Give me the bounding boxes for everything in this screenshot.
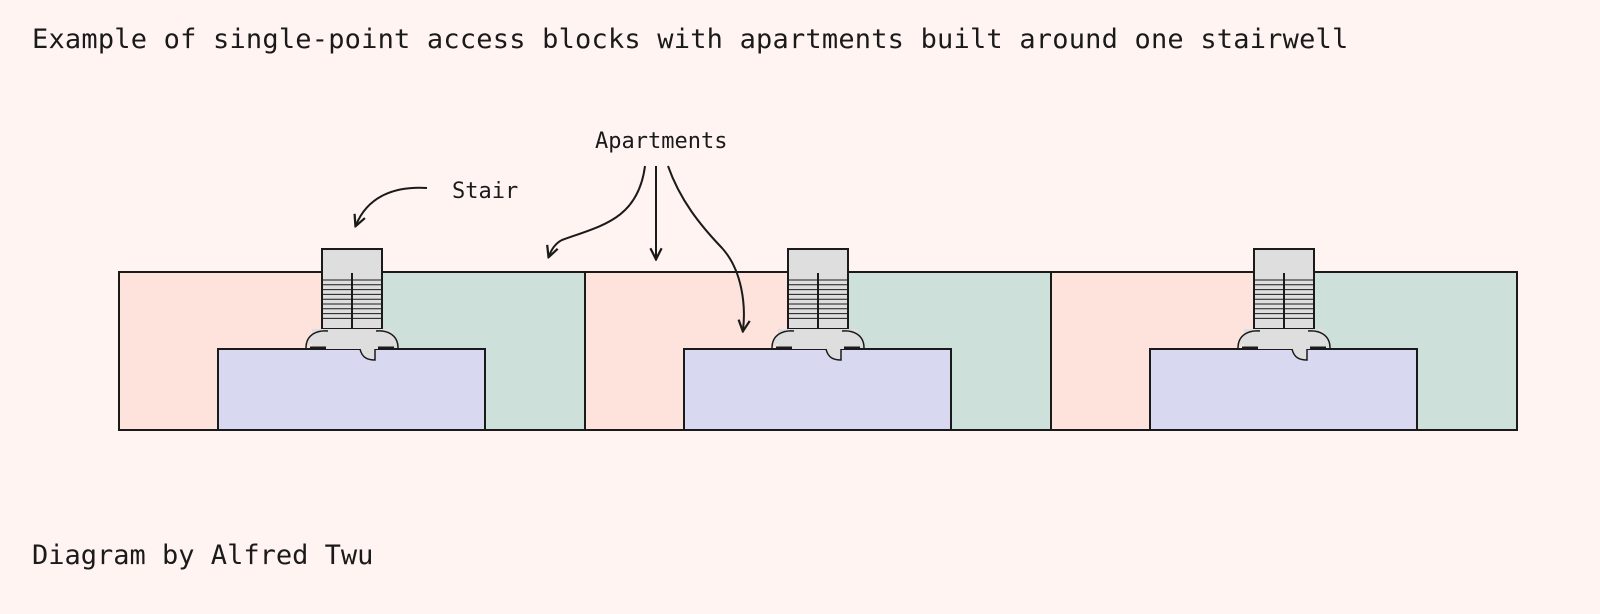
stair-arrow	[356, 186, 428, 225]
door-swing-bottom	[1291, 348, 1308, 361]
diagram-credit: Diagram by Alfred Twu	[32, 540, 374, 571]
stair-landing	[1244, 329, 1324, 349]
apartment-bottom	[1149, 348, 1418, 431]
stair-core	[305, 248, 399, 361]
door-swing-bottom	[825, 348, 842, 361]
stair-core	[771, 248, 865, 361]
apartments-arrow-left	[549, 165, 646, 256]
apartment-bottom	[683, 348, 952, 431]
door-swing-right	[375, 330, 399, 349]
door-swing-bottom	[359, 348, 376, 361]
apartment-bottom	[217, 348, 486, 431]
door-swing-left	[1237, 330, 1261, 349]
door-swing-right	[841, 330, 865, 349]
stair-label: Stair	[452, 179, 518, 204]
stair-landing	[778, 329, 858, 349]
apartments-arrow-right	[667, 165, 744, 330]
door-swing-left	[771, 330, 795, 349]
apartments-label: Apartments	[595, 129, 727, 154]
stair-annotation: Stair	[356, 179, 518, 225]
block-1	[118, 248, 586, 431]
door-swing-left	[305, 330, 329, 349]
door-swing-right	[1307, 330, 1331, 349]
block-2	[584, 248, 1052, 431]
block-3	[1050, 248, 1518, 431]
apartments-annotation: Apartments	[549, 129, 744, 330]
diagram-title: Example of single-point access blocks wi…	[32, 24, 1349, 55]
stair-landing	[312, 329, 392, 349]
stair-core	[1237, 248, 1331, 361]
